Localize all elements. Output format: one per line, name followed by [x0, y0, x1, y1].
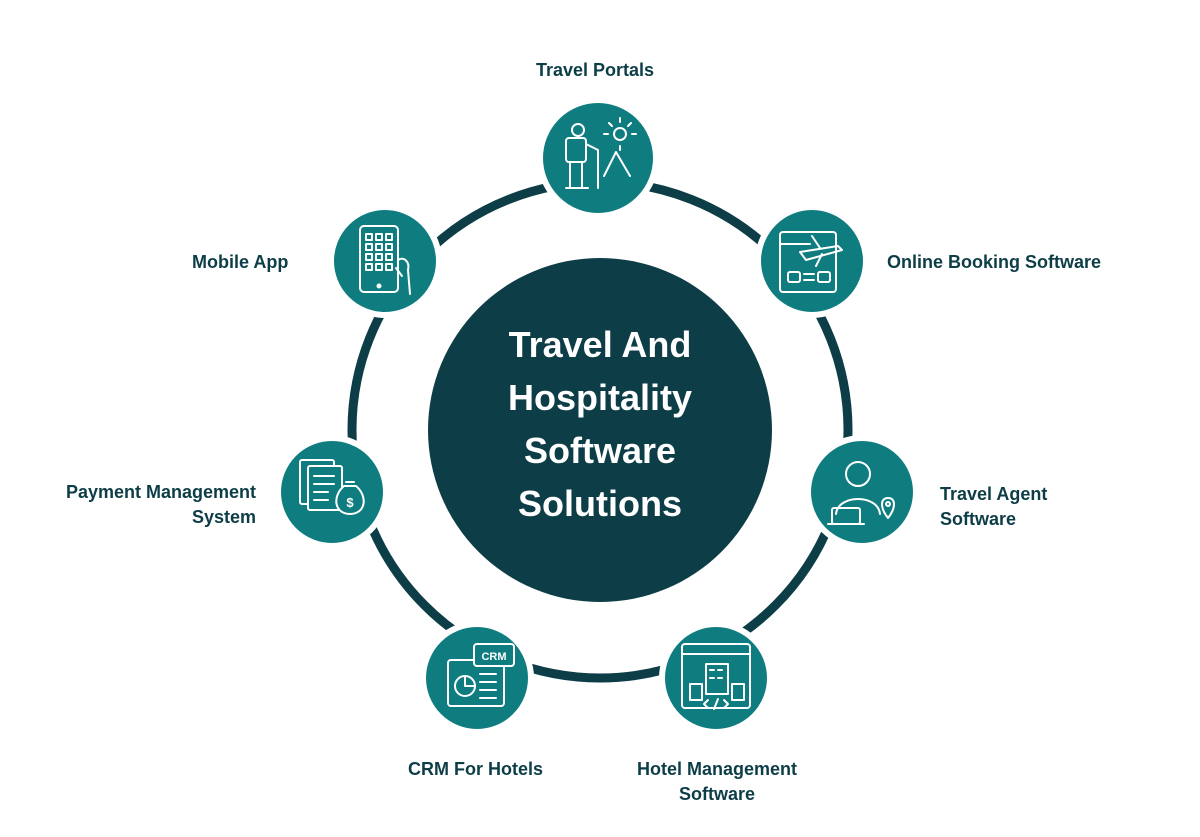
node-travel-portals	[537, 97, 659, 219]
label-travel-portals: Travel Portals	[536, 60, 655, 80]
flight-booking-window-icon	[779, 231, 843, 293]
label-crm-hotels: CRM For Hotels	[408, 759, 543, 779]
label-travel-agent: Travel Agent Software	[940, 484, 1048, 529]
documents-money-bag-icon: $	[299, 459, 365, 515]
hiker-mountain-icon	[565, 117, 637, 189]
node-payment: $	[275, 435, 389, 549]
agent-laptop-location-icon	[827, 461, 895, 525]
hotel-browser-code-icon	[681, 643, 751, 710]
label-mobile-app: Mobile App	[192, 252, 289, 272]
node-online-booking	[755, 204, 869, 318]
node-travel-agent	[805, 435, 919, 549]
smartphone-hand-icon	[359, 225, 411, 295]
node-crm-hotels: CRM	[420, 621, 534, 735]
crm-icon-text: CRM	[481, 651, 506, 663]
crm-dashboard-icon	[447, 643, 515, 707]
center-circle	[428, 258, 772, 602]
svg-text:$: $	[346, 495, 354, 510]
label-online-booking: Online Booking Software	[887, 252, 1102, 272]
node-hotel-management	[659, 621, 773, 735]
label-hotel-management: Hotel Management Software	[636, 759, 798, 804]
node-mobile-app	[328, 204, 442, 318]
center-title: Travel And Hospitality Software Solution…	[507, 324, 693, 524]
label-payment: Payment Management System	[65, 482, 256, 527]
